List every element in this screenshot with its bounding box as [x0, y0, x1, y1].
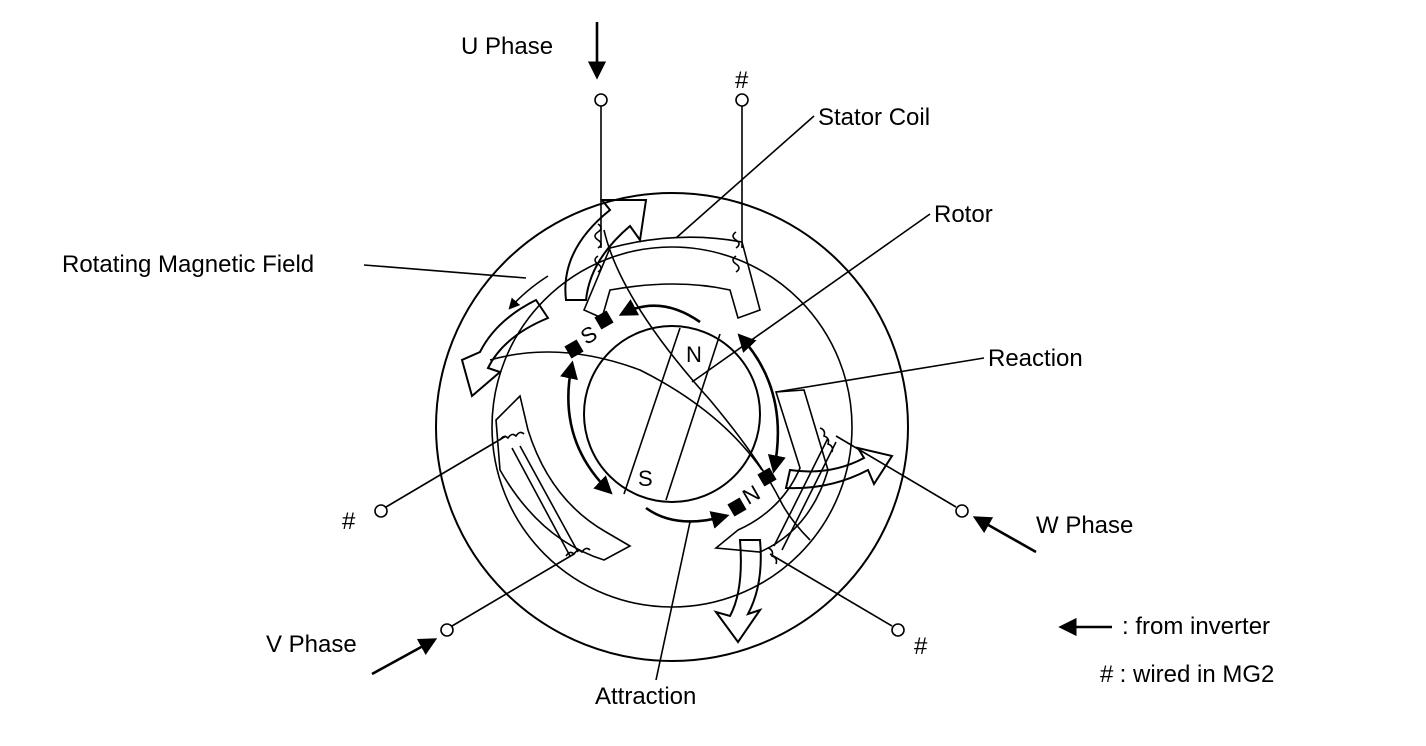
- coil-connection-a: [603, 229, 811, 541]
- coil-connection-b: [489, 351, 763, 471]
- field-arrow-right: [784, 446, 894, 490]
- stator-coil-top: [594, 223, 740, 273]
- w-hash-wire: [769, 553, 893, 627]
- v-phase-input-arrow: [371, 638, 438, 676]
- legend-inverter-text: : from inverter: [1122, 613, 1270, 640]
- v-hash-wire: [385, 435, 507, 508]
- hash-left-label: #: [342, 508, 356, 535]
- reaction-label: Reaction: [988, 345, 1083, 372]
- hash-bottom-label: #: [914, 633, 928, 660]
- magnet-top-b: [564, 339, 584, 359]
- rotor-south-label: S: [638, 466, 653, 491]
- magnet-bottom-b: [727, 497, 747, 517]
- stator-coil-label: Stator Coil: [818, 104, 930, 131]
- v-phase-wire: [451, 553, 575, 627]
- u-hash-terminal: [735, 93, 749, 107]
- field-arrow-top: [564, 199, 648, 301]
- rotor-divider-b: [665, 333, 721, 501]
- v-phase-label: V Phase: [266, 631, 357, 658]
- rotor-north-label: N: [686, 342, 702, 367]
- v-hash-terminal: [374, 504, 388, 518]
- attraction-arrow-bottom: [645, 506, 730, 529]
- attraction-label: Attraction: [595, 683, 696, 710]
- motor-housing: [435, 192, 909, 662]
- magnet-bottom-a: [757, 467, 777, 487]
- w-phase-wire: [835, 435, 957, 508]
- u-phase-terminal: [594, 93, 608, 107]
- field-arrow-bottom: [713, 539, 763, 644]
- stator-coil-leader: [675, 115, 815, 239]
- rotor-leader: [691, 213, 931, 383]
- w-phase-terminal: [955, 504, 969, 518]
- w-hash-terminal: [891, 623, 905, 637]
- attraction-arrow-left: [560, 360, 613, 495]
- rotating-field-arrow: [508, 275, 549, 310]
- rotor-divider-a: [623, 327, 681, 495]
- attraction-leader: [655, 521, 691, 681]
- magnet-top-a: [594, 310, 614, 330]
- rotating-field-leader: [363, 264, 527, 279]
- legend-wired-text: : wired in MG2: [1113, 661, 1274, 688]
- stator-pole-left: [495, 394, 632, 561]
- stator-coil-left: [499, 431, 591, 557]
- w-phase-label: W Phase: [1036, 512, 1133, 539]
- stator-outer-ring: [491, 246, 853, 608]
- u-phase-label: U Phase: [461, 33, 553, 60]
- rotor-label: Rotor: [934, 201, 993, 228]
- reaction-leader: [775, 357, 985, 393]
- v-phase-terminal: [440, 623, 454, 637]
- w-phase-input-arrow: [972, 516, 1037, 554]
- legend-wired-symbol: #: [1100, 661, 1114, 688]
- reaction-arrow-top: [618, 299, 701, 324]
- hash-top-label: #: [735, 67, 749, 94]
- reaction-arrow-right: [737, 333, 786, 474]
- field-arrow-left: [460, 298, 550, 398]
- stator-pole-top: [582, 236, 761, 320]
- rotating-field-label: Rotating Magnetic Field: [62, 251, 314, 278]
